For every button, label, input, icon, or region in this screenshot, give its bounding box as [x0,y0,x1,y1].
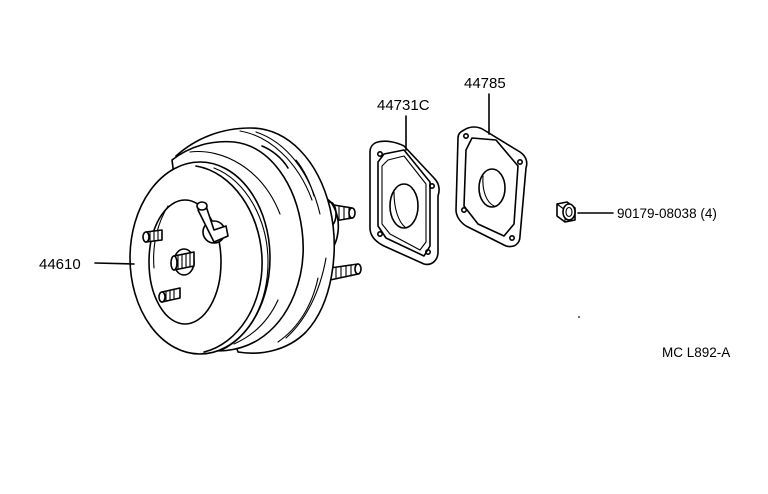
nut[interactable] [556,201,576,223]
vacuum-fitting [196,201,229,244]
plate[interactable] [455,126,528,248]
part-number-44731C: 44731C [377,97,430,114]
rear-stud-lower [329,263,362,281]
front-stud-lower [158,287,181,303]
front-stud-upper [142,229,163,243]
brake-booster[interactable] [129,127,362,355]
push-rod [170,248,195,276]
part-number-44785: 44785 [464,75,506,92]
stray-dot [578,316,580,318]
leader-44610 [94,262,135,265]
gasket[interactable] [369,140,440,266]
plate-center-hole [478,168,506,208]
figure-code: MC L892-A [662,345,730,360]
booster-front-face [129,161,271,355]
part-number-44610: 44610 [39,256,81,273]
part-number-90179: 90179-08038 (4) [617,206,717,221]
gasket-center-hole [389,183,419,229]
